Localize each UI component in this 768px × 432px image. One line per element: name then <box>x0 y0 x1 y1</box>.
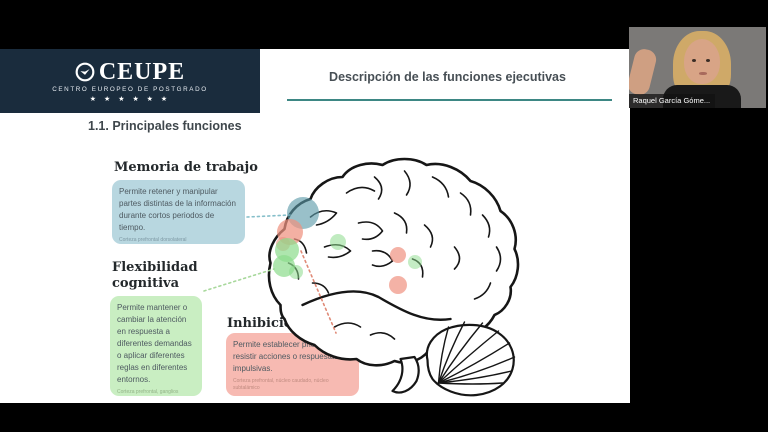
inhibicion-brain-area: Corteza prefrontal, núcleo caudado, núcl… <box>233 378 329 391</box>
memoria-heading: Memoria de trabajo <box>114 160 258 175</box>
brainstem <box>391 355 420 394</box>
presenter-face <box>684 39 720 84</box>
memoria-box: Permite retener y manipular partes disti… <box>112 180 245 244</box>
brain-illustration <box>250 155 535 405</box>
presenter-eye-left <box>692 59 696 62</box>
memoria-brain-area: Corteza prefrontal dorsolateral <box>119 237 187 243</box>
webcam-tile[interactable]: Raquel García Góme... <box>629 27 766 108</box>
flexibilidad-description: Permite mantener o cambiar la atención e… <box>117 303 192 384</box>
ceupe-logo: CEUPE CENTRO EUROPEO DE POSTGRADO ★ ★ ★ … <box>0 49 260 113</box>
section-heading: 1.1. Principales funciones <box>88 119 242 133</box>
cerebellum-fan-lines <box>437 321 516 385</box>
memoria-description: Permite retener y manipular partes disti… <box>119 187 236 232</box>
ceupe-logo-icon <box>75 62 95 81</box>
presentation-slide: CEUPE CENTRO EUROPEO DE POSTGRADO ★ ★ ★ … <box>0 49 630 403</box>
ceupe-logo-subtitle: CENTRO EUROPEO DE POSTGRADO <box>52 85 208 93</box>
presenter-mouth <box>699 72 707 75</box>
presenter-eye-right <box>706 59 710 62</box>
flexibilidad-brain-area: Corteza prefrontal, ganglios basales y c… <box>117 389 179 396</box>
cerebellum <box>425 323 515 397</box>
inhibicion-description: Permite establecer prioridades y resisti… <box>233 340 348 373</box>
presenter-arm <box>629 47 659 97</box>
title-underline-divider <box>287 99 612 101</box>
slide-title: Descripción de las funciones ejecutivas <box>329 70 566 84</box>
inhibicion-heading: Inhibición <box>227 316 302 331</box>
participant-name-label: Raquel García Góme... <box>629 94 716 108</box>
brain-drawing <box>267 157 520 397</box>
ceupe-logo-text: CEUPE <box>98 58 186 85</box>
flexibilidad-box: Permite mantener o cambiar la atención e… <box>110 296 202 396</box>
flexibilidad-heading: Flexibilidad cognitiva <box>112 260 198 292</box>
ceupe-logo-stars: ★ ★ ★ ★ ★ ★ <box>89 95 171 103</box>
